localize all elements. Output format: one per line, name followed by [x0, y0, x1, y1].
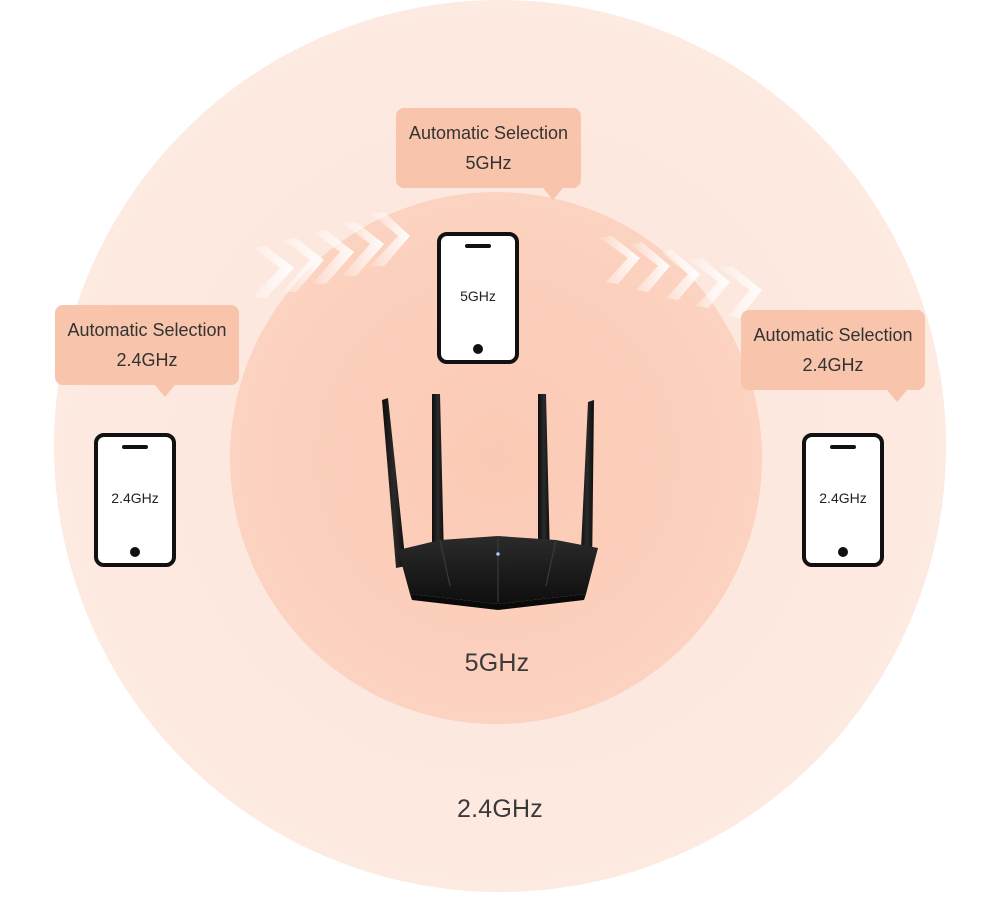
phone-top-label: 5GHz: [460, 288, 496, 304]
phone-left-label: 2.4GHz: [111, 490, 159, 506]
phone-right-label: 2.4GHz: [819, 490, 867, 506]
outer-band-label: 2.4GHz: [457, 795, 543, 823]
chevron-arrows-icon-right: [600, 236, 762, 318]
callout-left-line1: Automatic Selection: [67, 320, 227, 340]
router-icon: [382, 394, 598, 610]
callout-right: Automatic Selection 2.4GHz: [741, 310, 925, 402]
callout-left: Automatic Selection 2.4GHz: [55, 305, 239, 397]
smartphone-icon-top: 5GHz: [437, 232, 519, 364]
smartphone-icon-right: 2.4GHz: [802, 433, 884, 567]
callout-top: Automatic Selection 5GHz: [396, 108, 581, 200]
callout-top-line1: Automatic Selection: [408, 123, 569, 143]
callout-left-line2: 2.4GHz: [116, 350, 178, 370]
chevron-arrows-icon-left: [252, 212, 410, 298]
callout-right-line1: Automatic Selection: [753, 325, 913, 345]
callout-right-line2: 2.4GHz: [802, 355, 864, 375]
callout-top-line2: 5GHz: [465, 153, 512, 173]
smartphone-icon-left: 2.4GHz: [94, 433, 176, 567]
inner-band-label: 5GHz: [464, 649, 530, 677]
